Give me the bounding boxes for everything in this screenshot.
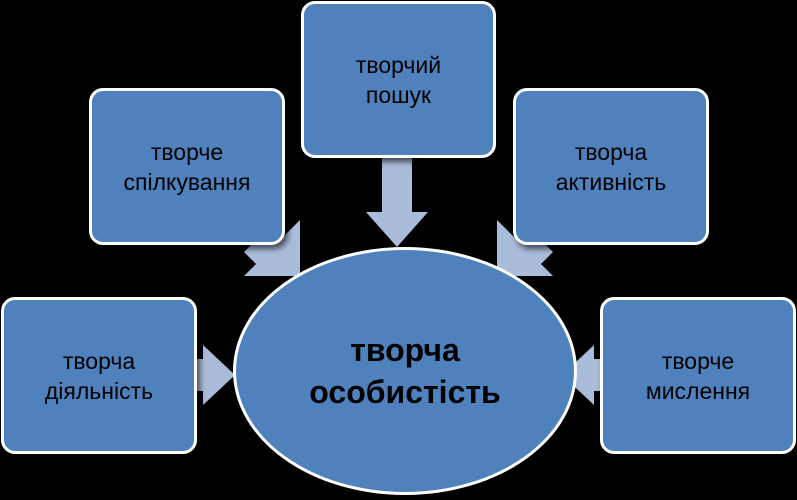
node-label-line2: пошук xyxy=(365,81,432,108)
node-label-line1: творчий xyxy=(355,51,442,78)
node-label-line2: мислення xyxy=(645,377,751,404)
node-label-line2: спілкування xyxy=(123,168,251,195)
node-creative-search: творчий пошук xyxy=(301,1,496,158)
node-label-line1: творча xyxy=(574,138,648,165)
center-label-line2: особистість xyxy=(309,374,501,410)
center-label-line1: творча xyxy=(350,332,460,368)
node-label-line1: творче xyxy=(150,138,224,165)
node-creative-thinking: творче мислення xyxy=(600,297,796,454)
node-creative-activity: творча діяльність xyxy=(1,297,197,454)
arrow-left-icon xyxy=(562,345,600,405)
node-label-line1: творче xyxy=(661,347,735,374)
arrow-down-icon xyxy=(366,158,428,247)
node-creative-activeness: творча активність xyxy=(513,88,709,245)
arrow-right-icon xyxy=(197,345,235,405)
arrow-diagonal-down-left-icon xyxy=(497,220,553,276)
node-creative-communication: творче спілкування xyxy=(89,88,285,245)
node-label-line2: активність xyxy=(555,168,667,195)
center-creative-personality: творча особистість xyxy=(233,247,577,495)
node-label-line1: творча xyxy=(62,347,136,374)
arrow-diagonal-down-right-icon xyxy=(244,220,300,276)
node-label-line2: діяльність xyxy=(44,377,154,404)
